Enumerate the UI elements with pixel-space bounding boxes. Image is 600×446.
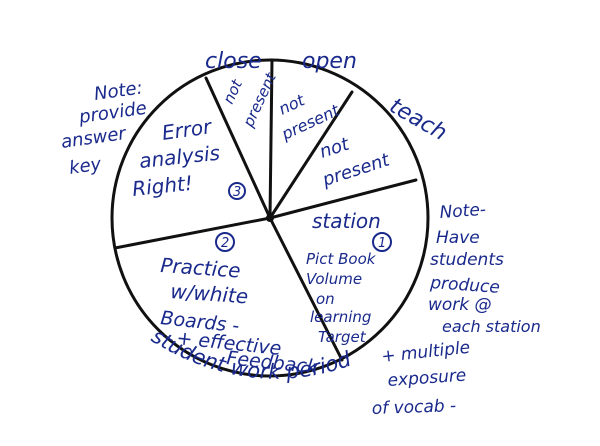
note-right-3: students [430,250,504,270]
divider-2 [268,58,274,220]
st-number: 1 [378,236,386,251]
note-bottom-right-2: exposure [387,366,467,391]
st-line1: Pict Book [306,250,377,268]
st-line4: learning [310,308,371,326]
st-line2: Volume [306,270,362,288]
note-left-3: answer [60,123,129,153]
ea-number: 3 [233,185,241,200]
pr-number-circle [215,232,235,252]
divider-1 [204,76,272,220]
note-right-1: Note- [439,200,487,223]
note-left-2: provide [77,98,148,128]
st-title: station [312,209,381,233]
ea-line1: Error [160,114,214,145]
ea-line2: analysis [138,141,221,173]
st-number-circle [372,232,392,252]
label-close: close [205,49,262,74]
label-teach: teach [385,94,451,146]
pie-circle [110,58,430,378]
note-right-6: each station [442,317,541,336]
note-right-2: Have [436,228,480,248]
divider-4 [268,178,418,220]
pr-line2: w/white [170,279,249,308]
st-line5: Target [318,328,367,346]
divider-3 [268,90,354,220]
pr-line1: Practice [160,253,242,283]
divider-6 [113,216,272,250]
note-right-5: work @ [428,295,492,315]
ea-number-circle [228,182,246,200]
pie-center [266,214,274,222]
note-right-4: produce [429,273,501,298]
divider-5 [268,216,344,362]
np1-line1: not [219,76,246,107]
note-bottom-right-3: of vocab - [371,396,456,419]
ea-line3: Right! [131,171,194,201]
st-line3: on [316,290,335,308]
np1-line2: present [239,69,280,131]
note-bottom-right-1: + multiple [380,338,471,367]
note-left-4: key [68,154,103,179]
pr-number: 2 [221,236,229,251]
label-open: open [302,49,357,74]
